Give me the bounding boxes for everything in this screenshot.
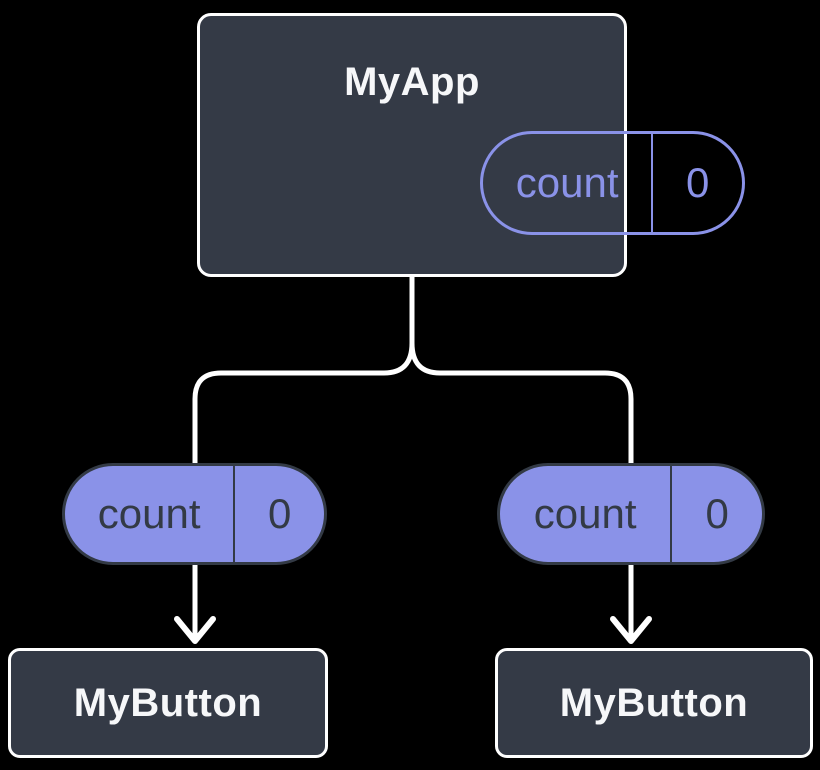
node-mybutton-right-title: MyButton — [559, 681, 749, 725]
node-mybutton-right: MyButton — [495, 648, 813, 758]
pill-value: 0 — [670, 466, 762, 562]
pill-value: 0 — [233, 466, 324, 562]
node-myapp-title: MyApp — [344, 60, 480, 104]
left-arrow-down-icon — [174, 616, 216, 644]
pill-name: count — [97, 490, 201, 537]
pill-value: 0 — [651, 134, 742, 232]
right-arrow-down-icon — [610, 616, 652, 644]
node-mybutton-left: MyButton — [8, 648, 328, 758]
state-pill-myapp: count 0 — [480, 131, 745, 235]
connector-left-branch — [192, 277, 415, 640]
prop-pill-left: count 0 — [62, 463, 327, 565]
connector-right-branch — [409, 277, 634, 640]
prop-pill-right: count 0 — [497, 463, 765, 565]
node-mybutton-left-title: MyButton — [73, 681, 263, 725]
pill-name: count — [533, 490, 637, 537]
node-myapp: MyApp count 0 — [197, 13, 745, 277]
pill-name: count — [515, 159, 619, 206]
